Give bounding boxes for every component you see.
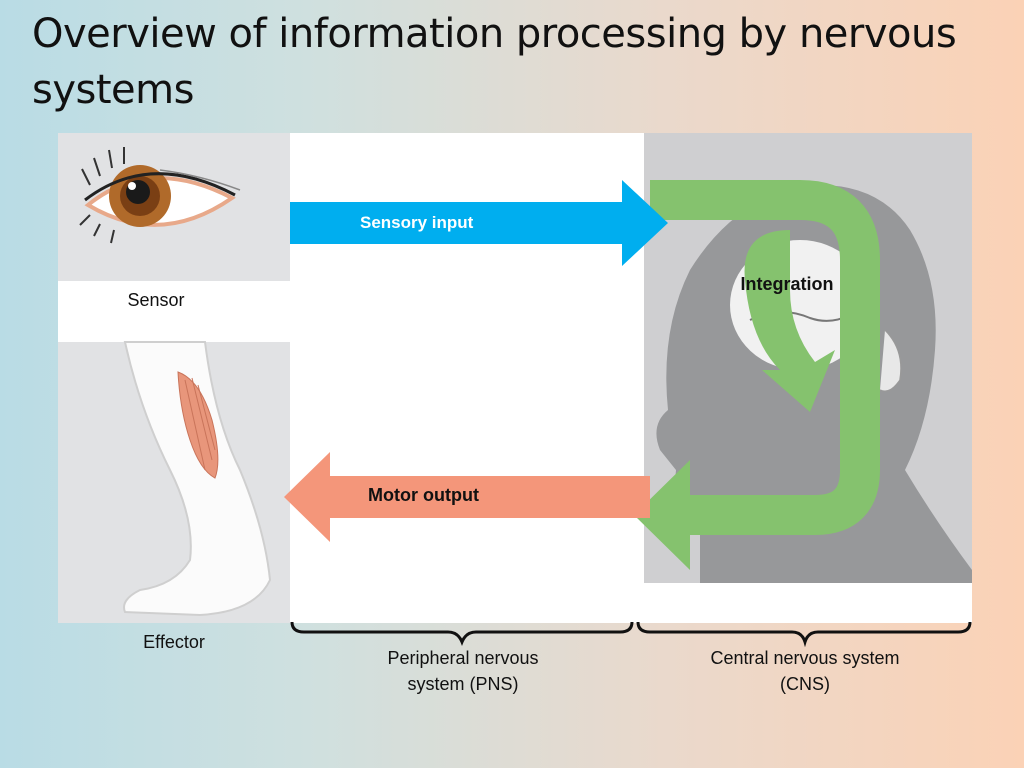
pns-label: Peripheral nervous system (PNS) (387, 648, 539, 694)
motor-output-arrow (284, 452, 650, 542)
sensory-input-arrow (290, 180, 668, 266)
cns-label: Central nervous system (CNS) (710, 648, 900, 694)
cns-brace (636, 621, 972, 648)
slide-title: Overview of information processing by ne… (32, 11, 957, 113)
integration-loop (650, 180, 880, 535)
integration-label: Integration (740, 274, 834, 294)
integration-inner-arrow (744, 230, 835, 412)
leg-icon (123, 341, 272, 617)
integration-arrowhead (634, 460, 690, 570)
effector-label: Effector (143, 632, 205, 652)
motor-output-label: Motor output (368, 485, 479, 505)
sensory-input-label: Sensory input (360, 213, 474, 232)
sensor-label: Sensor (127, 290, 185, 310)
pns-brace (290, 621, 634, 647)
eye-icon (79, 147, 241, 244)
